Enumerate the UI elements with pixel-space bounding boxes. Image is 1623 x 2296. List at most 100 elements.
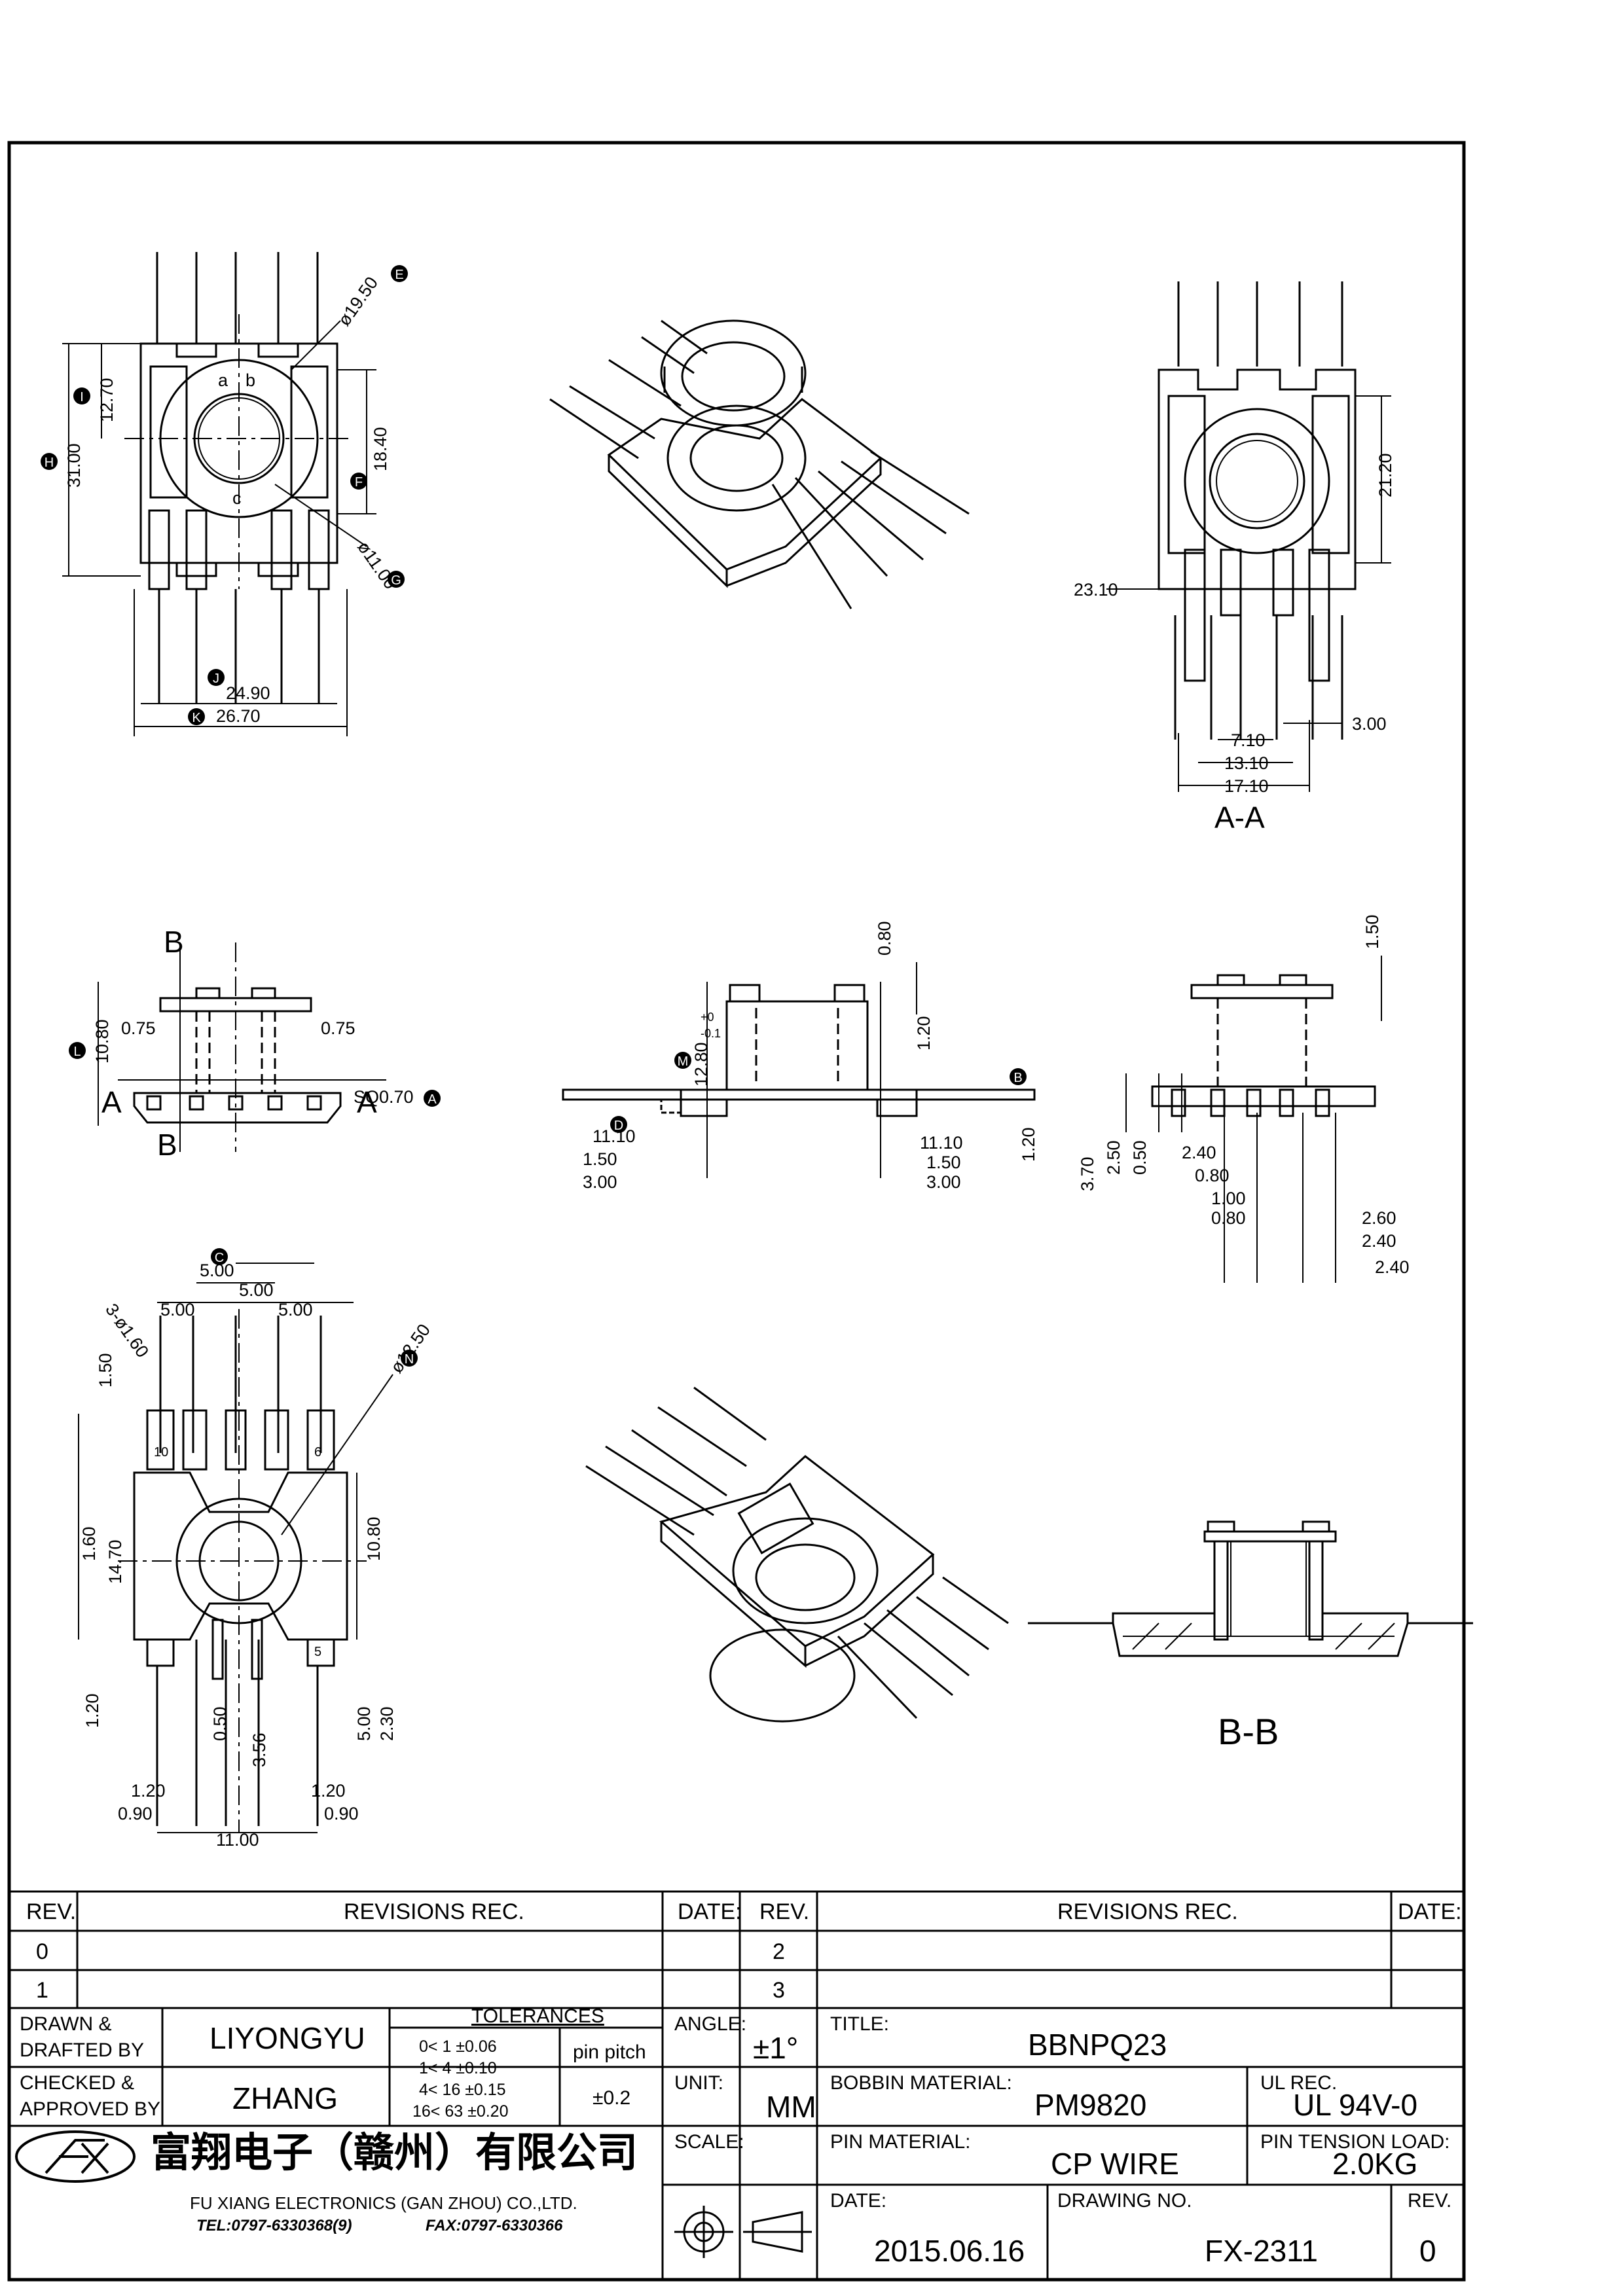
dim-1-20-top: 1.20	[914, 1016, 934, 1050]
dim-2-30: 2.30	[377, 1706, 397, 1741]
dim-23-10: 23.10	[1074, 580, 1118, 600]
drawn-by-value: LIYONGYU	[210, 2021, 365, 2055]
front-view-dims: B B A A 10.80 0.75 0.75 SQ0.70	[92, 925, 414, 1162]
bb-view	[1028, 1520, 1473, 1657]
aa-view-dims: 21.20 23.10 3.00 7.10 13.10 17.10 A-A	[1074, 453, 1395, 834]
dim-1-60: 1.60	[79, 1526, 99, 1561]
dim-10-80-front: 10.80	[92, 1019, 112, 1064]
dim-2-50: 2.50	[1104, 1140, 1123, 1175]
marker-b: B	[1010, 1068, 1027, 1085]
pin-mark-b: b	[246, 370, 255, 390]
rev-header-right: REV.	[759, 1899, 809, 1924]
section-mark-b-top: B	[164, 925, 184, 959]
tolerance-row-1: 1< 4 ±0.10	[419, 2059, 497, 2077]
svg-text:M: M	[678, 1054, 689, 1069]
dim-1-20-bottom: 1.20	[1019, 1127, 1038, 1162]
dim-1-50-right: 1.50	[926, 1153, 961, 1172]
tolerance-row-2: 4< 16 ±0.15	[419, 2081, 506, 2099]
angle-value: ±1°	[753, 2031, 798, 2065]
company-fax: FAX:0797-6330366	[426, 2217, 563, 2234]
tolerance-row-3: 16< 63 ±0.20	[412, 2102, 508, 2121]
marker-g: G	[388, 571, 405, 588]
bobbin-material-value: PM9820	[1034, 2088, 1146, 2122]
marker-f: F	[350, 473, 367, 490]
dim-0-90-left: 0.90	[118, 1804, 153, 1823]
dim-3-56: 3.56	[249, 1732, 269, 1767]
bottom-view-dims: 5.00 5.00 5.00 5.00 3-ø1.60 ø12.50 1.50 …	[79, 1261, 434, 1850]
iso-view-top	[549, 319, 970, 609]
marker-i: I	[73, 387, 90, 404]
marker-h: H	[41, 453, 58, 470]
marker-e: E	[391, 265, 408, 282]
drawn-label: DRAWN &	[20, 2013, 112, 2035]
approved-by-value: ZHANG	[232, 2081, 338, 2115]
dim-1-20-pin: 1.20	[82, 1693, 102, 1728]
approved-label: APPROVED BY	[20, 2098, 160, 2120]
view-label-aa: A-A	[1214, 800, 1265, 834]
dim-13-10: 13.10	[1224, 753, 1269, 773]
dim-11-10-right: 11.10	[920, 1133, 963, 1153]
scale-label: SCALE:	[674, 2131, 744, 2153]
aa-view	[1106, 281, 1391, 792]
date-value: 2015.06.16	[874, 2234, 1025, 2268]
dim-0-50-end: 0.50	[1130, 1140, 1150, 1175]
svg-text:H: H	[45, 456, 54, 470]
projection-symbol-icon	[674, 2206, 812, 2258]
dim-10-80-bottom: 10.80	[364, 1516, 384, 1561]
pin-tension-label: PIN TENSION LOAD:	[1260, 2131, 1450, 2153]
section-mark-a-right: A	[357, 1085, 377, 1119]
rev-row-1: 1	[36, 1978, 48, 2003]
dim-2-40-c: 2.40	[1375, 1257, 1410, 1277]
drafted-label: DRAFTED BY	[20, 2039, 144, 2061]
bottom-view	[78, 1263, 393, 1833]
pin-material-value: CP WIRE	[1051, 2147, 1179, 2181]
iso-view-bottom	[585, 1386, 1009, 1723]
svg-text:G: G	[391, 573, 401, 588]
pin-pitch-tolerance: ±0.2	[593, 2087, 630, 2109]
revisions-header-left: REVISIONS REC.	[344, 1899, 524, 1924]
dim-0-50-pin: 0.50	[210, 1706, 230, 1741]
tolerances-label: TOLERANCES	[471, 2005, 604, 2027]
dim-tol-plus: +0	[701, 1011, 714, 1024]
dim-7-10: 7.10	[1231, 730, 1266, 750]
marker-m: M	[674, 1052, 691, 1069]
company-tel: TEL:0797-6330368(9)	[196, 2217, 352, 2234]
dim-26-70: 26.70	[216, 706, 261, 726]
marker-j: J	[208, 669, 225, 686]
tolerance-row-0: 0< 1 ±0.06	[419, 2037, 497, 2056]
revisions-header-right: REVISIONS REC.	[1057, 1899, 1238, 1924]
dim-1-50-left: 1.50	[583, 1149, 617, 1169]
dim-21-20: 21.20	[1376, 453, 1395, 497]
svg-text:F: F	[355, 475, 363, 490]
dim-24-90: 24.90	[226, 683, 270, 703]
side-view-dims: 0.80 12.80 +0 -0.1 1.20 11.10 1.50 3.00 …	[583, 921, 1038, 1192]
pin-mark-5: 5	[314, 1645, 321, 1659]
dim-5-00-b: 5.00	[239, 1280, 274, 1300]
section-mark-a-left: A	[101, 1085, 122, 1119]
dim-1-00: 1.00	[1211, 1189, 1246, 1208]
unit-label: UNIT:	[674, 2072, 723, 2094]
dim-1-20-right: 1.20	[311, 1781, 346, 1801]
dim-0-80-a: 0.80	[1195, 1166, 1230, 1185]
drawing-no-label: DRAWING NO.	[1057, 2190, 1192, 2212]
top-view	[62, 252, 376, 736]
svg-text:D: D	[614, 1119, 623, 1133]
rev-row-0: 0	[36, 1939, 48, 1964]
ul-rec-value: UL 94V-0	[1293, 2088, 1417, 2122]
svg-text:C: C	[215, 1251, 224, 1265]
dim-3-00-left: 3.00	[583, 1172, 617, 1192]
svg-text:N: N	[405, 1352, 414, 1367]
dim-17-10: 17.10	[1224, 776, 1269, 796]
marker-l: L	[69, 1042, 86, 1059]
circled-markers: E F G H I J K A B C D L M N	[41, 265, 1027, 1367]
end-view-dims: 1.50 3.70 2.50 0.50 2.40 0.80 1.00 0.80 …	[1078, 914, 1410, 1277]
date-header-left: DATE:	[678, 1899, 742, 1924]
rev-row-2: 2	[773, 1939, 785, 1964]
top-view-dims: ø19.50 ø11.00 12.70 31.00 18.40 24.90 26…	[64, 273, 401, 726]
pin-mark-c: c	[232, 488, 242, 508]
marker-c: C	[211, 1248, 228, 1265]
drawing-area	[62, 252, 1473, 1833]
dim-0-80-side: 0.80	[875, 921, 894, 956]
pin-tension-value: 2.0KG	[1332, 2147, 1417, 2181]
